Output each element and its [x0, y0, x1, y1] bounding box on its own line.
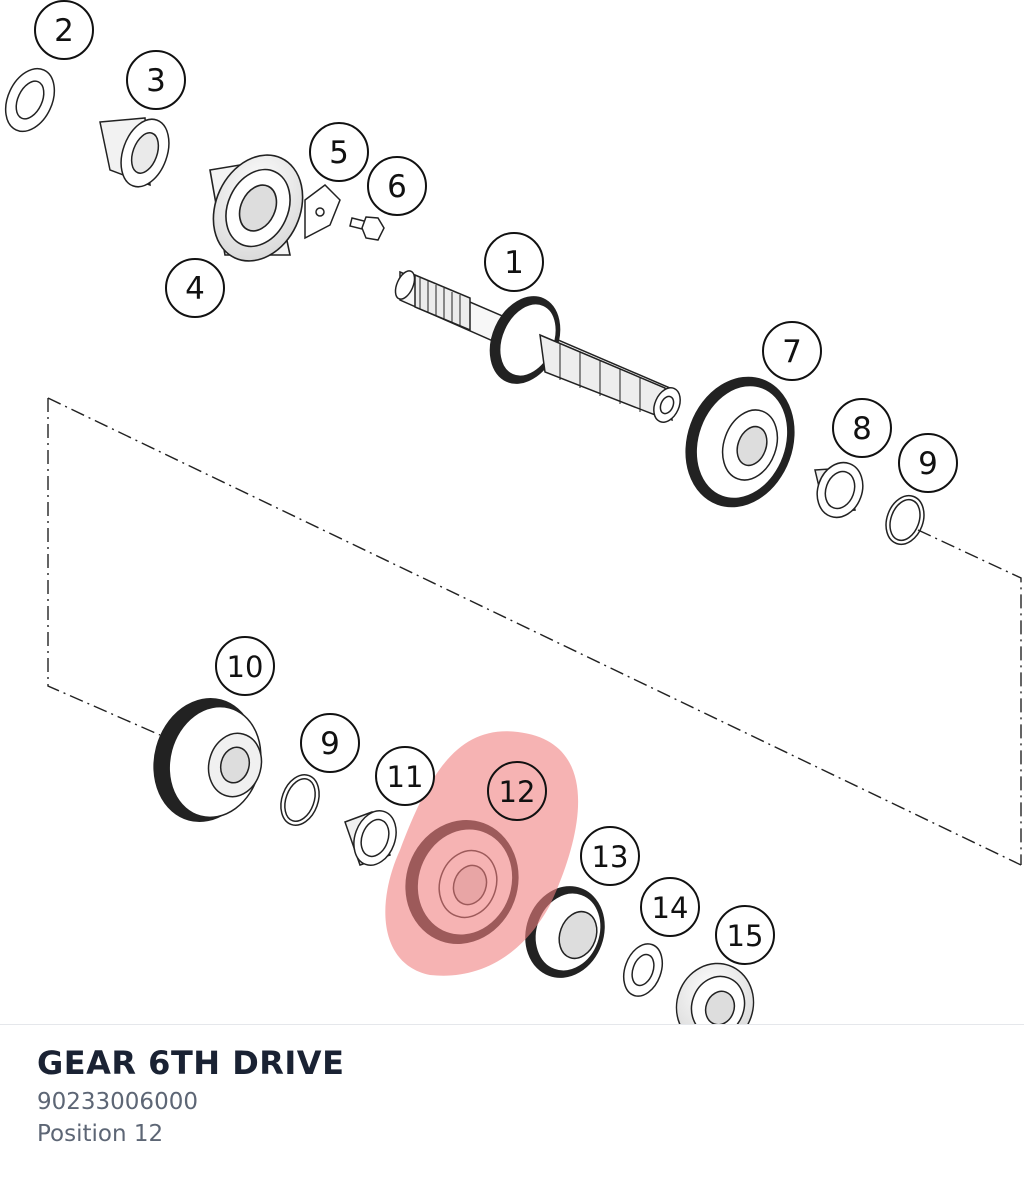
- callout-number: 4: [185, 271, 205, 307]
- callout-number: 10: [227, 650, 264, 684]
- part-washer-14[interactable]: [617, 938, 669, 1001]
- part-washer-2[interactable]: [0, 61, 64, 139]
- callout-circle: [215, 636, 275, 696]
- part-bushing-3[interactable]: [99, 113, 178, 194]
- callout-circle: [126, 50, 186, 110]
- callout-circle: [367, 156, 427, 216]
- callout-number: 1: [504, 245, 524, 281]
- callout-number: 6: [387, 169, 407, 205]
- callout-c1[interactable]: 1: [484, 232, 544, 292]
- callout-c3[interactable]: 3: [126, 50, 186, 110]
- callout-number: 15: [727, 919, 764, 953]
- callout-circle: [34, 0, 94, 60]
- callout-circle: [309, 122, 369, 182]
- callout-c4[interactable]: 4: [165, 258, 225, 318]
- part-gear-10[interactable]: [141, 687, 273, 833]
- callout-circle: [484, 232, 544, 292]
- callout-circle: [832, 398, 892, 458]
- callout-number: 3: [146, 63, 166, 99]
- highlight-overlay: [385, 731, 579, 976]
- callout-circle: [375, 746, 435, 806]
- callout-c8[interactable]: 8: [832, 398, 892, 458]
- callout-number: 12: [499, 775, 536, 809]
- callout-c13[interactable]: 13: [580, 826, 640, 886]
- callout-number: 9: [320, 726, 340, 762]
- callout-circle: [715, 905, 775, 965]
- callout-c10[interactable]: 10: [215, 636, 275, 696]
- callout-number: 7: [782, 334, 802, 370]
- callout-number: 2: [54, 13, 74, 49]
- callout-c9b[interactable]: 9: [300, 713, 360, 773]
- callout-c9a[interactable]: 9: [898, 433, 958, 493]
- divider: [0, 1024, 1024, 1025]
- callout-circle: [640, 877, 700, 937]
- part-gear-13[interactable]: [514, 876, 617, 988]
- part-main-shaft-1[interactable]: [392, 268, 686, 426]
- part-name: GEAR 6TH DRIVE: [37, 1044, 345, 1082]
- part-needle-bearing-8[interactable]: [810, 456, 870, 524]
- callout-number: 11: [387, 760, 424, 794]
- assembly-guide-lines: [47, 397, 1022, 866]
- part-position: Position 12: [37, 1121, 164, 1147]
- callout-number: 5: [329, 135, 349, 171]
- callout-circle: [165, 258, 225, 318]
- callout-c5[interactable]: 5: [309, 122, 369, 182]
- callout-circle: [300, 713, 360, 773]
- callout-c6[interactable]: 6: [367, 156, 427, 216]
- callout-c12[interactable]: 12: [487, 761, 547, 821]
- callout-c14[interactable]: 14: [640, 877, 700, 937]
- callout-c7[interactable]: 7: [762, 321, 822, 381]
- part-number: 90233006000: [37, 1089, 198, 1115]
- part-bearing-15[interactable]: [665, 953, 765, 1024]
- part-lock-plate-5[interactable]: [304, 184, 341, 240]
- part-circlip-9-lower[interactable]: [274, 769, 326, 830]
- part-bearing-4[interactable]: [197, 140, 320, 275]
- callout-c11[interactable]: 11: [375, 746, 435, 806]
- callout-number: 8: [852, 411, 872, 447]
- callout-circle: [898, 433, 958, 493]
- part-gear-7[interactable]: [669, 362, 812, 522]
- callout-circle: [487, 761, 547, 821]
- callout-c2[interactable]: 2: [34, 0, 94, 60]
- callout-number: 9: [918, 446, 938, 482]
- part-needle-bearing-11[interactable]: [344, 805, 403, 871]
- callout-circle: [762, 321, 822, 381]
- part-info-panel: GEAR 6TH DRIVE 90233006000 Position 12: [37, 1040, 997, 1150]
- callout-circle: [580, 826, 640, 886]
- callout-number: 13: [592, 840, 629, 874]
- callout-c15[interactable]: 15: [715, 905, 775, 965]
- callout-number: 14: [652, 891, 689, 925]
- part-screw-6[interactable]: [349, 216, 385, 241]
- part-circlip-9-upper[interactable]: [880, 490, 931, 549]
